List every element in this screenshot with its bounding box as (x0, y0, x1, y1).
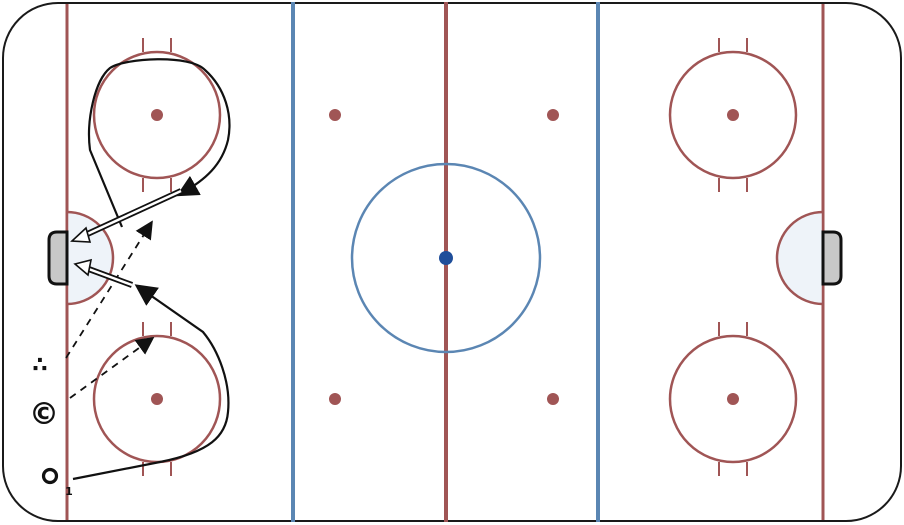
faceoff-circle-left-top (92, 38, 222, 192)
shot-arrow-lower (73, 258, 134, 288)
player-shooter-marker (41, 467, 59, 485)
player-coach-symbol: © (29, 397, 59, 432)
shot-arrow-upper (70, 188, 183, 243)
neutral-dot-top-right (547, 109, 559, 121)
goal-net-right (821, 230, 843, 286)
pass-line-upper (65, 220, 153, 359)
pass-line-lower (69, 336, 155, 399)
goal-net-left (47, 230, 69, 286)
neutral-dot-bottom-left (329, 393, 341, 405)
player-passer-symbol: ∴ (32, 353, 47, 378)
skating-path-lower (72, 284, 230, 481)
neutral-dot-bottom-right (547, 393, 559, 405)
player-shooter-number: 1 (65, 485, 73, 498)
goal-crease-right (775, 210, 825, 306)
faceoff-circle-right-bottom (668, 322, 798, 476)
skating-path-upper (88, 58, 231, 228)
center-faceoff-circle (350, 162, 542, 354)
neutral-dot-top-left (329, 109, 341, 121)
faceoff-circle-right-top (668, 38, 798, 192)
center-faceoff-dot (439, 251, 453, 265)
